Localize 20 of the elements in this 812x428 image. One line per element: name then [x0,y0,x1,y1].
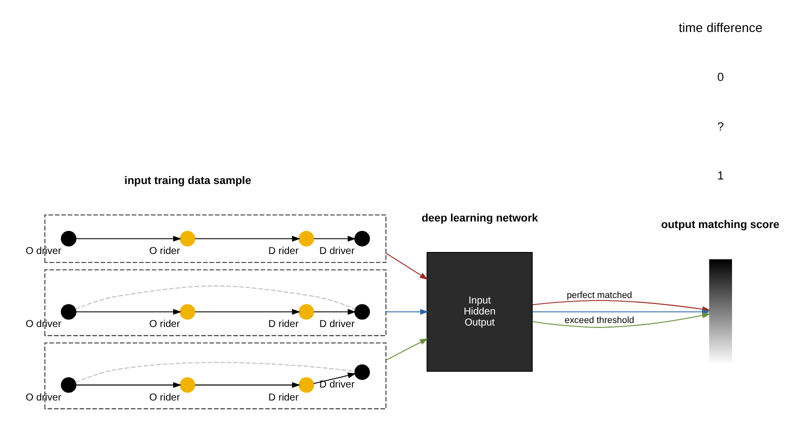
node-label: D driver [318,319,354,330]
node-label: D rider [268,319,298,330]
node-label: O driver [25,392,61,404]
label: 0 [716,70,724,84]
label: deep learning network [421,212,538,224]
label: time difference [678,20,762,35]
label: input traing data sample [124,174,251,187]
label: 1 [716,168,724,183]
node-label: O rider [148,319,180,330]
edge-label: exceed threshold [564,314,634,325]
node-label: O driver [25,246,61,258]
node-label: O rider [148,392,180,404]
node-label: O rider [148,246,180,258]
node-label: D rider [268,246,298,258]
node-label: D rider [268,392,298,404]
label: ? [716,119,724,134]
node-label: O driver [25,319,61,330]
label: output matching score [660,218,779,231]
node-label: D driver [318,246,354,258]
edge-label: perfect matched [566,290,632,300]
